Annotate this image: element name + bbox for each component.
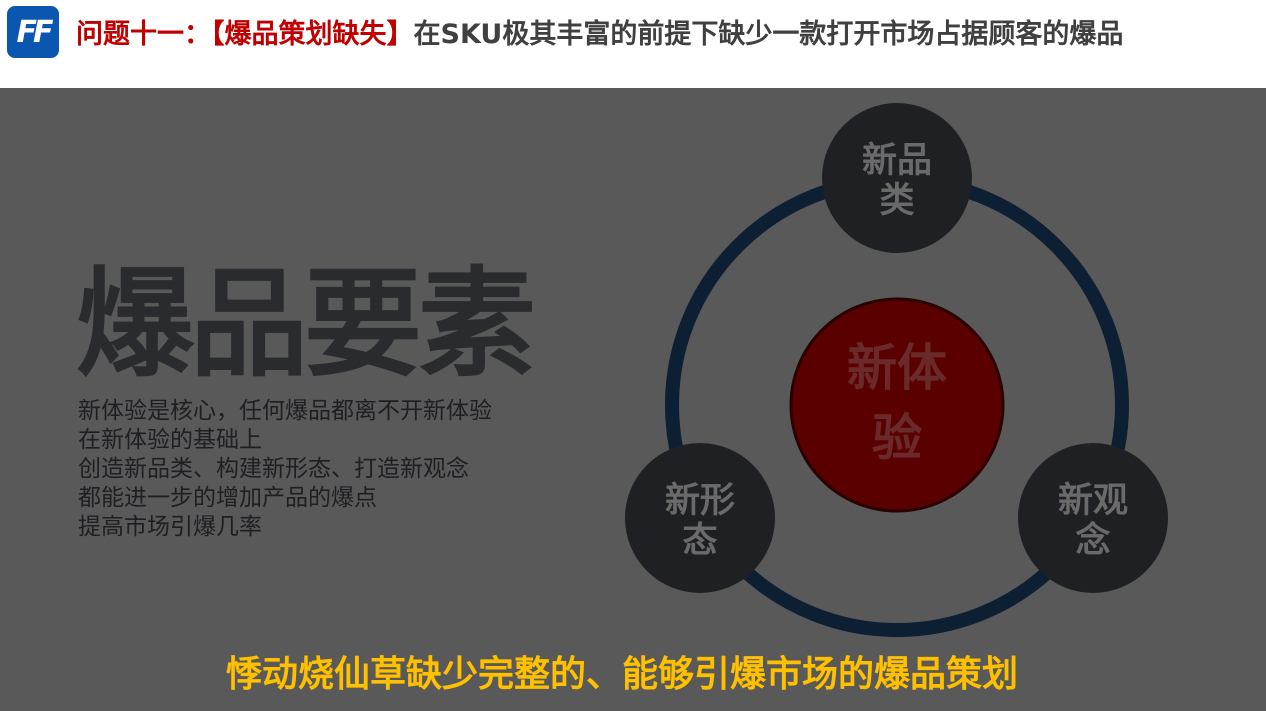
body-line: 在新体验的基础上 [78,427,262,453]
slide-title: 问题十一：【爆品策划缺失】在SKU极其丰富的前提下缺少一款打开市场占据顾客的爆品 [76,12,1123,51]
center-label-2: 验 [872,409,922,467]
body-line: 提高市场引爆几率 [78,514,262,540]
body-line: 创造新品类、构建新形态、打造新观念 [78,456,469,482]
slide-header: FF 问题十一：【爆品策划缺失】在SKU极其丰富的前提下缺少一款打开市场占据顾客… [0,0,1266,88]
left-label-2: 态 [682,521,717,561]
diagram: 新体 验 新品 类 新形 态 新观 念 [625,103,1168,637]
left-label-1: 新形 [665,481,735,521]
top-label-2: 类 [879,181,914,221]
body-line: 新体验是核心，任何爆品都离不开新体验 [78,398,492,424]
title-prefix: 问题十一：【爆品策划缺失】 [76,19,414,50]
body-line: 都能进一步的增加产品的爆点 [78,485,377,511]
overlay-caption: 悸动烧仙草缺少完整的、能够引爆市场的爆品策划 [226,654,1019,695]
top-circle [822,103,972,253]
title-rest: 在SKU极其丰富的前提下缺少一款打开市场占据顾客的爆品 [413,19,1124,50]
body-text: 新体验是核心，任何爆品都离不开新体验 在新体验的基础上 创造新品类、构建新形态、… [78,397,492,542]
right-circle [1018,443,1168,593]
company-logo: FF [7,6,59,58]
slide-body: 爆品要素 新体验是核心，任何爆品都离不开新体验 在新体验的基础上 创造新品类、构… [0,88,1266,711]
top-label-1: 新品 [862,141,932,181]
left-circle [625,443,775,593]
right-label-2: 念 [1075,520,1110,561]
center-label-1: 新体 [847,339,947,397]
heading: 爆品要素 [76,255,536,393]
right-label-1: 新观 [1058,481,1128,521]
center-circle [789,297,1005,513]
